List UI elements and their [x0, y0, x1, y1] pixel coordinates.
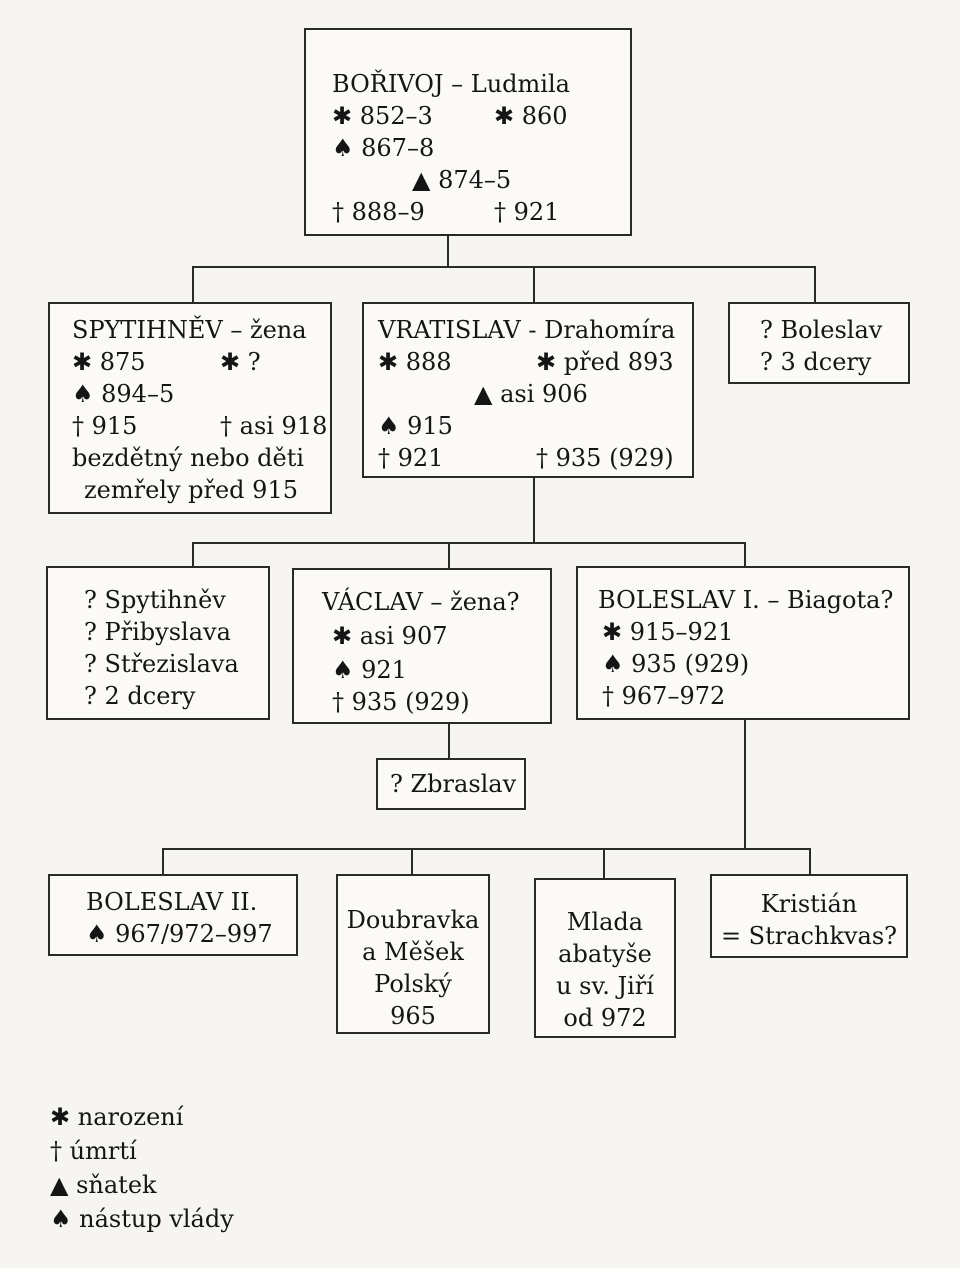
birth-date: ✱ asi 907 — [332, 622, 448, 650]
legend-reign: ♠ nástup vlády — [50, 1205, 234, 1233]
node-boleslav-uncertain: ? Boleslav ? 3 dcery — [728, 302, 910, 384]
node-line: ? Boleslav — [760, 316, 883, 344]
node-zbraslav: ? Zbraslav — [376, 758, 526, 810]
connector-line — [809, 848, 811, 874]
connector-line — [411, 848, 413, 874]
node-vratislav-drahomira: VRATISLAV - Drahomíra ✱ 888 ✱ před 893 ▲… — [362, 302, 694, 478]
node-line: ? 3 dcery — [760, 348, 872, 376]
death-date: † 888–9 — [332, 198, 425, 226]
node-line: ? Spytihněv — [84, 586, 226, 614]
node-title: VÁCLAV – žena? — [322, 588, 520, 616]
node-line: ? Přibyslava — [84, 618, 231, 646]
connector-line — [448, 542, 450, 568]
legend-birth: ✱ narození — [50, 1103, 184, 1131]
connector-line — [744, 720, 746, 850]
reign-date: ♠ 894–5 — [72, 380, 175, 408]
node-doubravka: Doubravka a Měšek Polský 965 — [336, 874, 490, 1034]
death-date: † 915 — [72, 412, 138, 440]
reign-date: ♠ 867–8 — [332, 134, 435, 162]
marriage-date: ▲ asi 906 — [474, 380, 588, 408]
connector-line — [192, 266, 194, 302]
node-spytihnev: SPYTIHNĚV – žena ✱ 875 ✱ ? ♠ 894–5 † 915… — [48, 302, 332, 514]
birth-date: ✱ 860 — [494, 102, 568, 130]
death-date: † asi 918 — [220, 412, 328, 440]
note-text: zemřely před 915 — [84, 476, 298, 504]
birth-date: ✱ ? — [220, 348, 261, 376]
death-date: † 967–972 — [602, 682, 726, 710]
node-kristian: Kristián = Strachkvas? — [710, 874, 908, 958]
connector-line — [192, 542, 746, 544]
node-vaclav: VÁCLAV – žena? ✱ asi 907 ♠ 921 † 935 (92… — [292, 568, 552, 724]
connector-line — [447, 236, 449, 268]
birth-date: ✱ 915–921 — [602, 618, 734, 646]
connector-line — [744, 542, 746, 568]
legend-marriage: ▲ sňatek — [50, 1171, 157, 1199]
connector-line — [448, 724, 450, 758]
connector-line — [192, 266, 816, 268]
connector-line — [162, 848, 164, 874]
node-mlada: Mlada abatyše u sv. Jiří od 972 — [534, 878, 676, 1038]
node-line: abatyše — [558, 940, 652, 968]
node-line: = Strachkvas? — [720, 922, 898, 950]
node-title: BOLESLAV II. — [86, 888, 258, 916]
connector-line — [603, 848, 605, 878]
connector-line — [162, 848, 811, 850]
connector-line — [192, 542, 194, 566]
node-title: BOLESLAV I. – Biagota? — [598, 586, 894, 614]
node-line: ? 2 dcery — [84, 682, 196, 710]
marriage-date: ▲ 874–5 — [412, 166, 512, 194]
node-line: Doubravka — [346, 906, 480, 934]
birth-date: ✱ 875 — [72, 348, 146, 376]
node-spytihnev-children: ? Spytihněv ? Přibyslava ? Střezislava ?… — [46, 566, 270, 720]
node-line: Kristián — [760, 890, 858, 918]
reign-date: ♠ 915 — [378, 412, 453, 440]
node-line: a Měšek — [362, 938, 464, 966]
node-line: od 972 — [563, 1004, 647, 1032]
node-line: Polský — [374, 970, 452, 998]
node-boleslav-ii: BOLESLAV II. ♠ 967/972–997 — [48, 874, 298, 956]
connector-line — [533, 478, 535, 544]
legend-death: † úmrtí — [50, 1137, 137, 1165]
connector-line — [533, 266, 535, 302]
connector-line — [814, 266, 816, 302]
birth-date: ✱ 852–3 — [332, 102, 433, 130]
node-line: ? Střezislava — [84, 650, 239, 678]
death-date: † 921 — [378, 444, 444, 472]
reign-date: ♠ 967/972–997 — [86, 920, 273, 948]
node-title: SPYTIHNĚV – žena — [72, 316, 307, 344]
node-line: ? Zbraslav — [390, 770, 517, 798]
birth-date: ✱ 888 — [378, 348, 452, 376]
node-title: BOŘIVOJ – Ludmila — [332, 70, 570, 98]
death-date: † 935 (929) — [332, 688, 470, 716]
reign-date: ♠ 921 — [332, 656, 407, 684]
node-borivoj-ludmila: BOŘIVOJ – Ludmila ✱ 852–3 ✱ 860 ♠ 867–8 … — [304, 28, 632, 236]
reign-date: ♠ 935 (929) — [602, 650, 750, 678]
note-text: bezdětný nebo děti — [72, 444, 305, 472]
node-title: VRATISLAV - Drahomíra — [378, 316, 676, 344]
node-line: Mlada — [566, 908, 644, 936]
death-date: † 921 — [494, 198, 560, 226]
death-date: † 935 (929) — [536, 444, 674, 472]
node-boleslav-i: BOLESLAV I. – Biagota? ✱ 915–921 ♠ 935 (… — [576, 566, 910, 720]
birth-date: ✱ před 893 — [536, 348, 674, 376]
node-line: 965 — [390, 1002, 436, 1030]
node-line: u sv. Jiří — [556, 972, 654, 1000]
